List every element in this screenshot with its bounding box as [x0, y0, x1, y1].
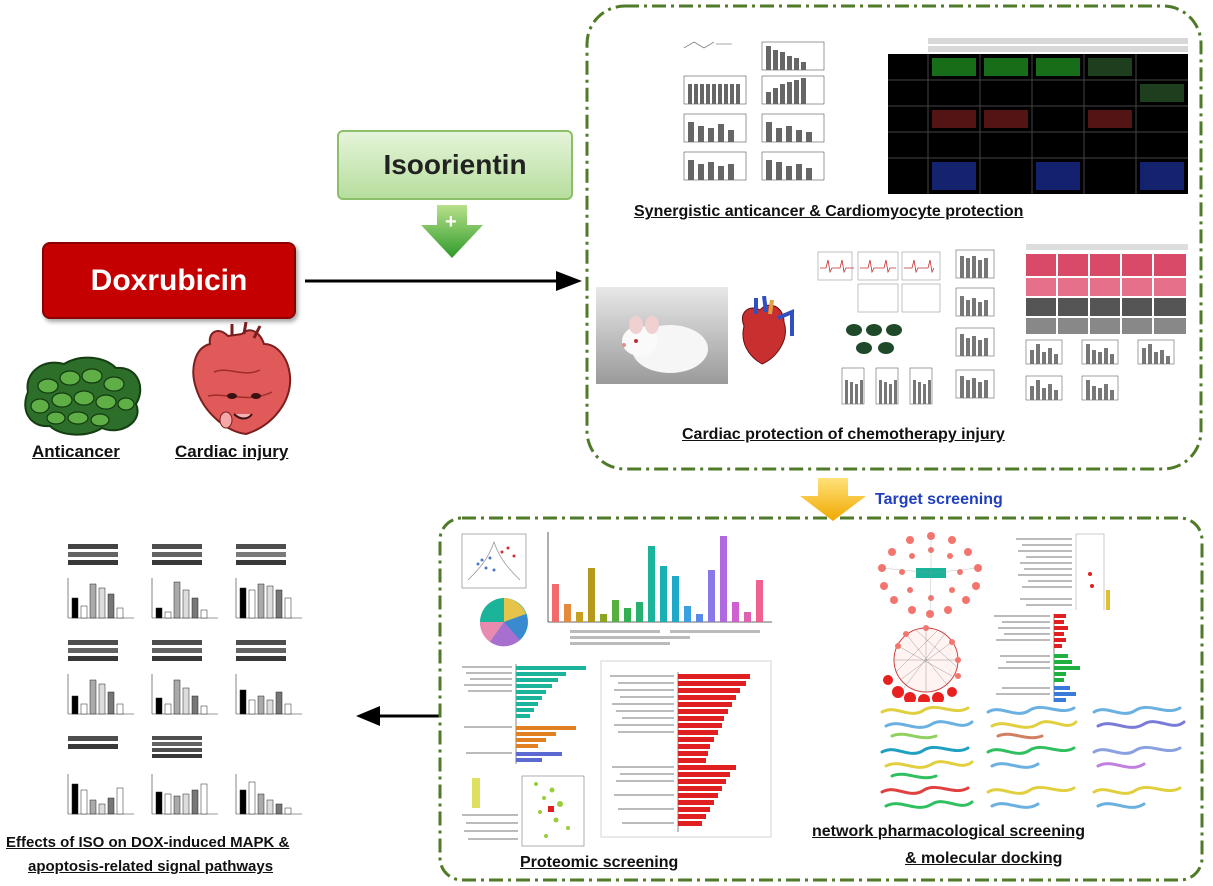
target-screening-label: Target screening [875, 491, 1003, 508]
main-arrow-head [556, 271, 582, 291]
isoorientin-down-arrow [421, 205, 483, 258]
ecg-panel [814, 244, 944, 416]
go-category-bar-panel [540, 526, 776, 658]
target-dotplot-panel [996, 528, 1114, 618]
target-screening-arrow [800, 478, 866, 521]
kegg-bars-panel [600, 660, 772, 838]
result-arrow-head [356, 706, 380, 726]
ppi-ring-network-panel [872, 528, 990, 620]
anticancer-label: Anticancer [32, 442, 120, 461]
biomarker-bars-panel [946, 244, 998, 414]
doxorubicin-box: Doxrubicin [42, 242, 296, 319]
bubble-plot-panel [456, 770, 598, 850]
network-label-line2: & molecular docking [905, 850, 1063, 867]
cardiac-injury-label: Cardiac injury [175, 442, 289, 461]
synergy-label: Synergistic anticancer & Cardiomyocyte p… [634, 203, 1024, 220]
pie-chart-panel [454, 592, 554, 652]
mouse-photo [596, 287, 728, 384]
mapk-label-line2: apoptosis-related signal pathways [28, 858, 274, 875]
proteomic-label: Proteomic screening [520, 854, 679, 871]
histology-panel [1018, 240, 1190, 412]
cell-viability-charts [683, 41, 825, 181]
volcano-plot-panel [458, 530, 530, 592]
plus-symbol: + [445, 211, 457, 233]
cell-viability-panel [676, 34, 836, 194]
isoorientin-box: Isoorientin [337, 130, 573, 200]
cardiac-protection-label: Cardiac protection of chemotherapy injur… [682, 426, 1005, 443]
injured-heart-icon [192, 322, 292, 436]
enrichment-bars-panel [456, 660, 596, 768]
isoorientin-label: Isoorientin [383, 149, 527, 180]
go-enrichment-panel [984, 610, 1114, 704]
mapk-label-line1: Effects of ISO on DOX-induced MAPK & [6, 834, 290, 851]
top-region-border [585, 4, 1203, 471]
network-label-line1: network pharmacological screening [812, 823, 1085, 840]
ppi-circle-network-panel [876, 622, 984, 704]
doxorubicin-label: Doxrubicin [90, 263, 248, 297]
bottom-region-border [438, 516, 1204, 882]
molecular-docking-panel [876, 702, 1192, 822]
anatomical-heart-icon [742, 296, 794, 365]
western-blot-panel [48, 528, 310, 824]
cancer-cells-icon [24, 356, 142, 436]
immunofluorescence-grid [888, 36, 1188, 194]
